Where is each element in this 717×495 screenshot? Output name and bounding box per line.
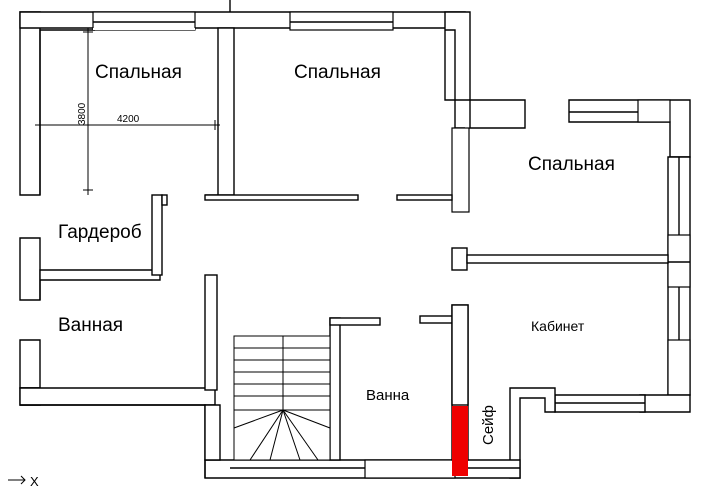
room-label-bathroom-1: Ванная (58, 315, 123, 336)
room-label-wardrobe: Гардероб (58, 222, 142, 243)
room-label-bedroom-3: Спальная (528, 154, 615, 175)
room-label-bedroom-2: Спальная (294, 62, 381, 83)
room-label-study: Кабинет (531, 318, 585, 334)
safe-marker (452, 406, 468, 476)
outer-walls (19, 11, 691, 479)
axis-marker: X (8, 474, 39, 489)
room-label-bathroom-2: Ванна (366, 387, 410, 404)
room-label-bedroom-1: Спальная (95, 62, 182, 83)
dimension-lines (35, 28, 220, 195)
staircase (233, 335, 331, 461)
room-label-safe: Сейф (480, 405, 497, 445)
axis-marker-label: X (30, 474, 39, 489)
dimension-width-label: 4200 (117, 114, 140, 125)
dimension-height-label: 3800 (77, 102, 88, 125)
